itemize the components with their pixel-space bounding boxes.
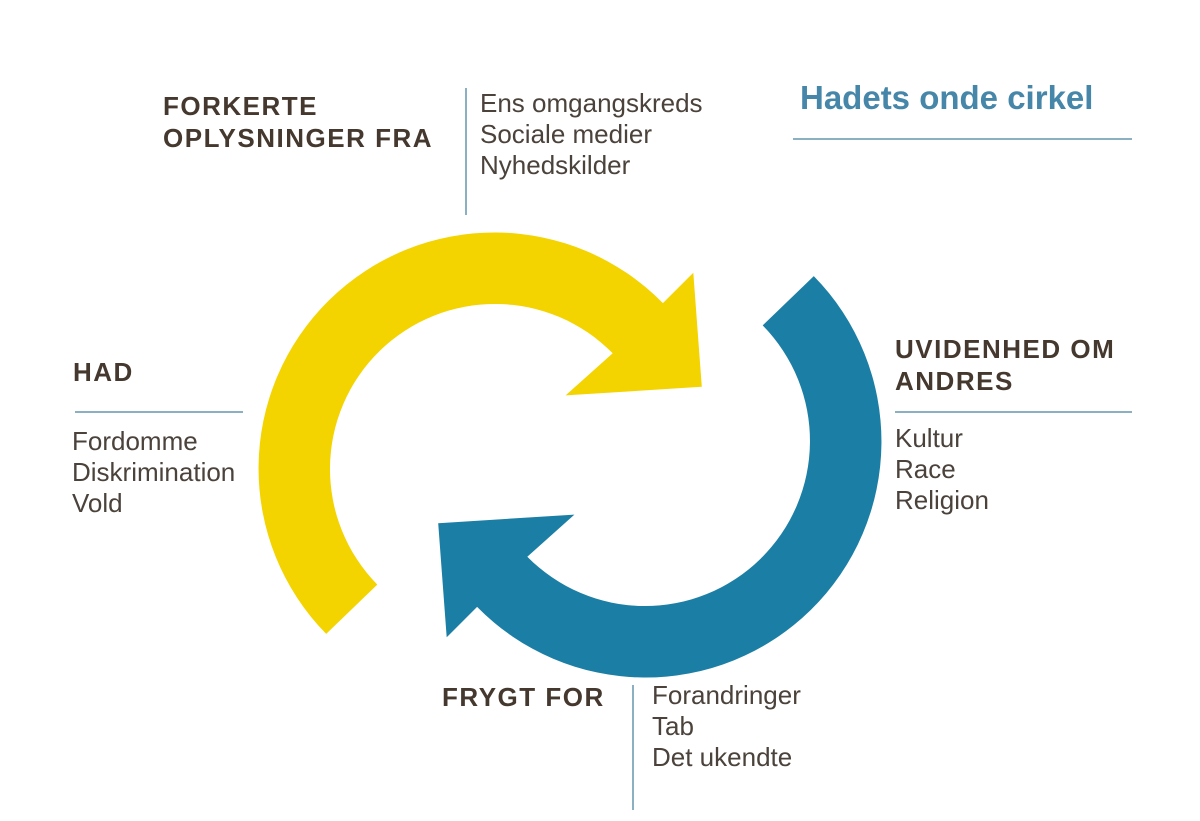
list-item: Det ukendte (652, 742, 793, 772)
list-item: Religion (895, 485, 989, 515)
page-title: Hadets onde cirkel (800, 79, 1094, 116)
list-item: Forandringer (652, 680, 801, 710)
heading-forkerte-oplysninger: FORKERTE OPLYSNINGER FRA (163, 90, 433, 154)
heading-underline-had (75, 411, 243, 413)
list-fear: Forandringer Tab Det ukendte (652, 680, 801, 773)
heading-frygt: FRYGT FOR (442, 681, 605, 713)
heading-line: OPLYSNINGER FRA (163, 123, 434, 153)
teal-cycle-arrow (438, 276, 882, 678)
list-item: Tab (652, 711, 694, 741)
list-hate: Fordomme Diskrimination Vold (72, 426, 235, 519)
heading-line: FORKERTE (163, 91, 318, 121)
heading-had: HAD (73, 356, 134, 388)
heading-line: FRYGT FOR (442, 682, 605, 712)
list-item: Vold (72, 488, 123, 518)
list-item: Diskrimination (72, 457, 236, 487)
list-item: Kultur (895, 423, 963, 453)
heading-line: ANDRES (895, 366, 1014, 396)
list-item: Nyhedskilder (480, 150, 631, 180)
heading-uvidenhed: UVIDENHED OM ANDRES (895, 333, 1115, 397)
list-sources: Ens omgangskreds Sociale medier Nyhedski… (480, 88, 703, 181)
heading-underline-uvidenhed (895, 411, 1132, 413)
yellow-cycle-arrow (258, 232, 702, 634)
list-item: Fordomme (72, 426, 198, 456)
heading-line: HAD (73, 357, 134, 387)
list-item: Ens omgangskreds (480, 88, 703, 118)
title-underline (793, 138, 1132, 140)
list-ignorance: Kultur Race Religion (895, 423, 989, 516)
list-item: Race (895, 454, 956, 484)
list-item: Sociale medier (480, 119, 652, 149)
separator-line-sources (465, 88, 467, 215)
separator-line-fear (632, 685, 634, 810)
heading-line: UVIDENHED OM (895, 334, 1116, 364)
